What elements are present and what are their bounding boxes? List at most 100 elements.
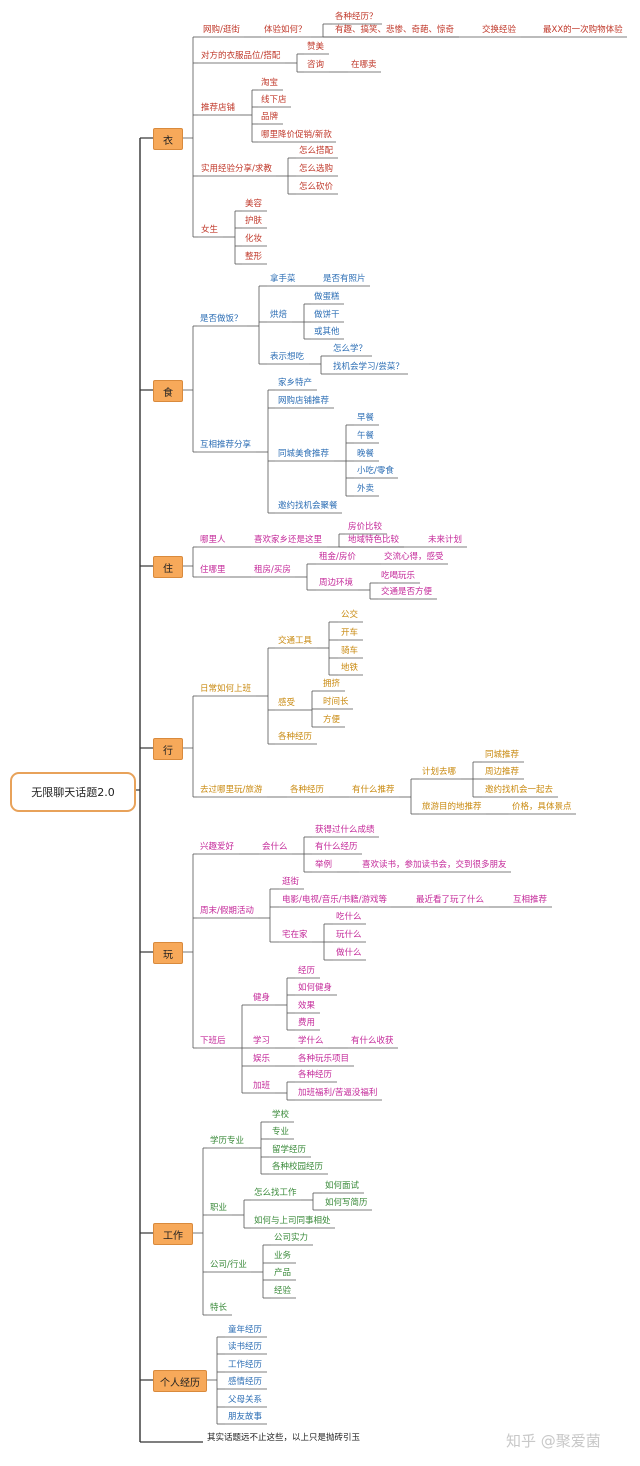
topic-怎么学: 怎么学？ (333, 344, 368, 354)
topic-下班后: 下班后 (200, 1036, 226, 1046)
topic-网购店铺推荐: 网购店铺推荐 (278, 396, 330, 406)
topic-是否有照片: 是否有照片 (323, 274, 366, 284)
topic-地铁: 地铁 (341, 663, 359, 673)
topic-做什么: 做什么 (336, 948, 362, 958)
topic-邀约找机会聚餐: 邀约找机会聚餐 (278, 501, 338, 511)
topic-是否做饭: 是否做饭？ (200, 314, 243, 324)
topic-玩什么: 玩什么 (336, 930, 362, 940)
topic-旅游目的地推荐: 旅游目的地推荐 (422, 802, 482, 812)
topic-做饼干: 做饼干 (314, 310, 340, 320)
topic-体验如何: 体验如何？ (264, 25, 307, 35)
topic-留学经历: 留学经历 (272, 1145, 307, 1155)
topic-做蛋糕: 做蛋糕 (314, 292, 340, 302)
topic-学历专业: 学历专业 (210, 1136, 245, 1146)
topic-举例: 举例 (315, 860, 333, 870)
topic-整形: 整形 (245, 252, 263, 262)
topic-读书经历: 读书经历 (228, 1342, 263, 1352)
watermark-text: 知乎 @聚爱菌 (506, 1432, 601, 1450)
topic-公司实力: 公司实力 (274, 1233, 309, 1243)
topic-推荐店铺: 推荐店铺 (201, 103, 236, 113)
topic-怎么选购: 怎么选购 (299, 164, 334, 174)
topic-计划去哪: 计划去哪 (422, 767, 457, 777)
topic-租金-房价: 租金/房价 (319, 552, 356, 562)
topic-加班福利-苦逼没福利: 加班福利/苦逼没福利 (298, 1088, 378, 1098)
topic-加班: 加班 (253, 1081, 271, 1091)
topic-哪里降价促销-新款: 哪里降价促销/新款 (261, 130, 332, 140)
topic-公司-行业: 公司/行业 (210, 1260, 247, 1270)
topic-娱乐: 娱乐 (253, 1054, 271, 1064)
topic-美容: 美容 (245, 199, 263, 209)
topic-对方的衣服品位-搭配: 对方的衣服品位/搭配 (201, 51, 281, 61)
topic-同城推荐: 同城推荐 (485, 750, 520, 760)
topic-有什么经历: 有什么经历 (315, 842, 358, 852)
topic-逛街: 逛街 (282, 877, 300, 887)
topic-最XX的一次购物体验: 最XX的一次购物体验 (543, 25, 623, 35)
topic-电影-电视-音乐-书籍-游戏等: 电影/电视/音乐/书籍/游戏等 (282, 895, 387, 905)
topic-各种经历: 各种经历 (290, 785, 325, 795)
topic-各种经历: 各种经历 (298, 1070, 333, 1080)
topic-外卖: 外卖 (357, 484, 375, 494)
topic-感受: 感受 (278, 698, 296, 708)
topic-化妆: 化妆 (245, 234, 263, 244)
topic-经验: 经验 (274, 1286, 292, 1296)
topic-周边推荐: 周边推荐 (485, 767, 520, 777)
topic-有什么收获: 有什么收获 (351, 1036, 394, 1046)
root-topic: 无限聊天话题2.0 (10, 772, 136, 812)
topic-获得过什么成绩: 获得过什么成绩 (315, 825, 375, 835)
topic-各种经历: 各种经历 (278, 732, 313, 742)
topic-吃喝玩乐: 吃喝玩乐 (381, 571, 416, 581)
topic-时间长: 时间长 (323, 697, 349, 707)
topic-午餐: 午餐 (357, 431, 375, 441)
topic-互相推荐: 互相推荐 (513, 895, 548, 905)
category-玩: 玩 (153, 942, 183, 964)
topic-童年经历: 童年经历 (228, 1325, 263, 1335)
topic-各种经历: 各种经历？ (335, 12, 378, 22)
category-衣: 衣 (153, 128, 183, 150)
topic-各种玩乐项目: 各种玩乐项目 (298, 1054, 350, 1064)
topic-最近看了玩了什么: 最近看了玩了什么 (416, 895, 485, 905)
topic-互相推荐分享: 互相推荐分享 (200, 440, 252, 450)
topic-实用经验分享-求教: 实用经验分享/求教 (201, 164, 272, 174)
topic-方便: 方便 (323, 715, 341, 725)
category-个人经历: 个人经历 (153, 1370, 207, 1392)
topic-护肤: 护肤 (245, 216, 263, 226)
topic-租房-买房: 租房/买房 (254, 565, 291, 575)
topic-如何与上司同事相处: 如何与上司同事相处 (254, 1216, 331, 1226)
topic-效果: 效果 (298, 1001, 316, 1011)
topic-咨询: 咨询 (307, 60, 325, 70)
topic-表示想吃: 表示想吃 (270, 352, 305, 362)
topic-健身: 健身 (253, 993, 271, 1003)
topic-交流心得-感受: 交流心得，感受 (384, 552, 444, 562)
topic-如何写简历: 如何写简历 (325, 1198, 368, 1208)
topic-去过哪里玩-旅游: 去过哪里玩/旅游 (200, 785, 263, 795)
topic-线下店: 线下店 (261, 95, 287, 105)
topic-费用: 费用 (298, 1018, 316, 1028)
topic-住哪里: 住哪里 (200, 565, 226, 575)
topic-开车: 开车 (341, 628, 359, 638)
topic-工作经历: 工作经历 (228, 1360, 263, 1370)
topic-职业: 职业 (210, 1203, 228, 1213)
topic-淘宝: 淘宝 (261, 78, 279, 88)
topic-朋友故事: 朋友故事 (228, 1412, 263, 1422)
topic-晚餐: 晚餐 (357, 449, 375, 459)
topic-地域特色比较: 地域特色比较 (348, 535, 400, 545)
topic-学校: 学校 (272, 1110, 290, 1120)
topic-邀约找机会一起去: 邀约找机会一起去 (485, 785, 554, 795)
category-住: 住 (153, 556, 183, 578)
topic-专业: 专业 (272, 1127, 290, 1137)
topic-找机会学习-尝菜: 找机会学习/尝菜？ (333, 362, 404, 372)
topic-如何面试: 如何面试 (325, 1181, 360, 1191)
topic-产品: 产品 (274, 1268, 292, 1278)
topic-烘焙: 烘焙 (270, 310, 288, 320)
topic-未来计划: 未来计划 (428, 535, 463, 545)
topic-怎么砍价: 怎么砍价 (299, 182, 334, 192)
topic-品牌: 品牌 (261, 112, 279, 122)
topic-拥挤: 拥挤 (323, 679, 341, 689)
topic-早餐: 早餐 (357, 413, 375, 423)
topic-交换经验: 交换经验 (482, 25, 517, 35)
topic-学什么: 学什么 (298, 1036, 324, 1046)
topic-价格-具体景点: 价格，具体景点 (512, 802, 572, 812)
topic-日常如何上班: 日常如何上班 (200, 684, 252, 694)
topic-周边环境: 周边环境 (319, 578, 354, 588)
topic-女生: 女生 (201, 225, 219, 235)
